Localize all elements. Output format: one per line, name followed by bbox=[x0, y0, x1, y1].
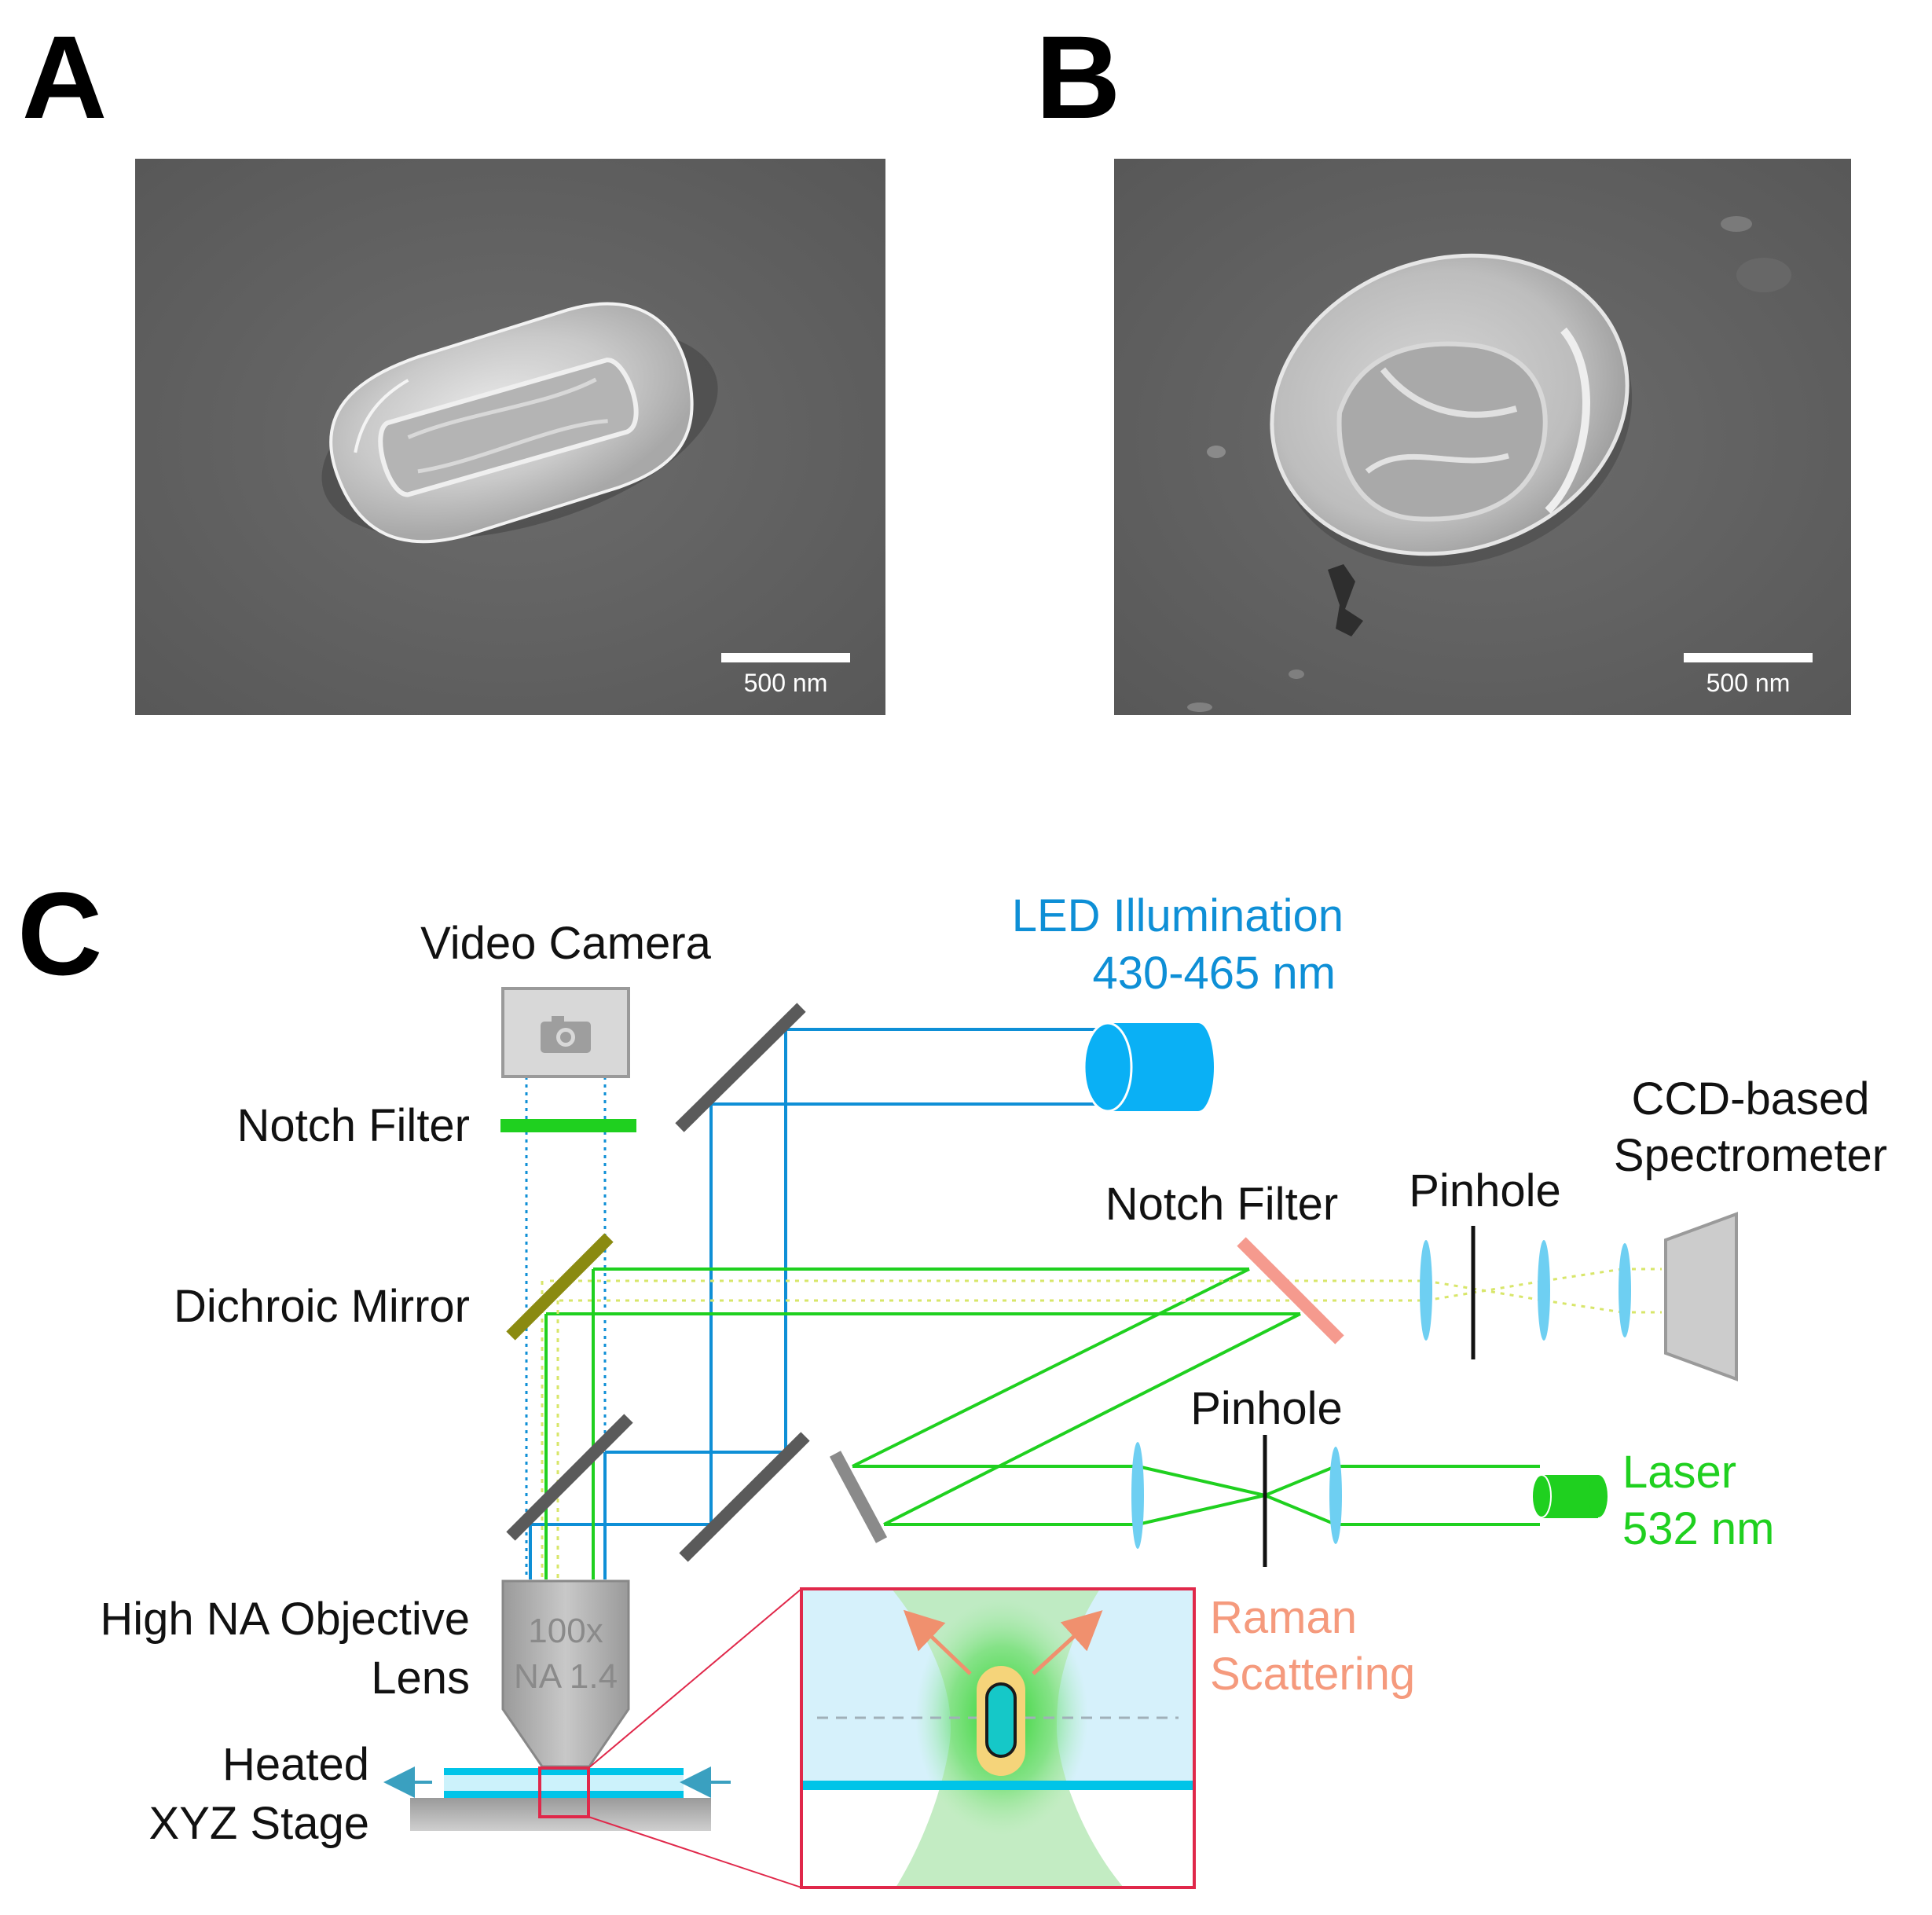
mirror-led-top bbox=[675, 1003, 806, 1132]
objective-na: NA 1.4 bbox=[514, 1657, 618, 1696]
dichroic-mirror-label: Dichroic Mirror bbox=[174, 1281, 470, 1332]
pinhole-laser-label: Pinhole bbox=[1190, 1383, 1342, 1434]
led-illumination-source bbox=[1083, 1022, 1214, 1113]
led-beam-path bbox=[529, 1028, 1096, 1579]
dichroic-mirror bbox=[506, 1233, 614, 1341]
stage-label-line1: Heated bbox=[222, 1739, 369, 1790]
panel-a-letter: A bbox=[22, 11, 107, 143]
notch-filter-camera bbox=[500, 1119, 636, 1132]
objective-label-line1: High NA Objective bbox=[100, 1594, 470, 1645]
trapped-spore bbox=[977, 1666, 1025, 1776]
spore-a bbox=[321, 302, 718, 544]
laser-label-line1: Laser bbox=[1622, 1447, 1736, 1498]
laser-optics bbox=[1131, 1435, 1342, 1567]
inset-connector-bottom bbox=[588, 1816, 802, 1888]
scale-bar-label-a: 500 nm bbox=[744, 669, 828, 697]
objective-lens: 100x NA 1.4 bbox=[501, 1579, 630, 1768]
pinhole-spectrometer-label: Pinhole bbox=[1409, 1165, 1560, 1216]
panel-c-letter: C bbox=[17, 868, 102, 1000]
laser-beam-path bbox=[544, 1267, 1540, 1579]
video-camera bbox=[501, 987, 630, 1078]
ccd-label-line1: CCD-based bbox=[1632, 1073, 1870, 1124]
raman-label-line1: Raman bbox=[1210, 1592, 1357, 1643]
sem-image-b: 500 nm bbox=[1114, 159, 1851, 715]
notch-filter-camera-label: Notch Filter bbox=[236, 1100, 470, 1151]
sem-image-a: 500 nm bbox=[135, 159, 885, 715]
ccd-label-line2: Spectrometer bbox=[1614, 1130, 1887, 1181]
laser-source bbox=[1531, 1474, 1608, 1518]
objective-magnification: 100x bbox=[528, 1612, 603, 1650]
mirror-laser-steer bbox=[829, 1451, 888, 1543]
trap-inset bbox=[800, 1587, 1196, 1889]
heated-stage bbox=[383, 1766, 731, 1831]
raman-arrow-left bbox=[903, 1609, 972, 1675]
raman-return-path bbox=[541, 1267, 1662, 1579]
led-label-line2: 430-465 nm bbox=[1092, 948, 1336, 999]
ccd-spectrometer bbox=[1664, 1212, 1738, 1381]
scale-bar-label-b: 500 nm bbox=[1707, 669, 1791, 697]
mirror-led-lower bbox=[679, 1432, 810, 1562]
spectrometer-optics bbox=[1420, 1226, 1631, 1359]
camera-icon bbox=[541, 1016, 591, 1053]
notch-filter-spectrometer bbox=[1237, 1237, 1344, 1345]
raman-label-line2: Scattering bbox=[1210, 1649, 1415, 1700]
stage-label-line2: XYZ Stage bbox=[149, 1798, 369, 1849]
laser-label-line2: 532 nm bbox=[1622, 1503, 1774, 1554]
objective-label-line2: Lens bbox=[371, 1653, 470, 1704]
inset-connector-top bbox=[588, 1588, 802, 1769]
notch-filter-spectrometer-label: Notch Filter bbox=[1105, 1179, 1339, 1230]
mirror-camera-lower bbox=[506, 1414, 633, 1541]
raman-arrow-right bbox=[1032, 1610, 1103, 1675]
panel-b-letter: B bbox=[1036, 11, 1120, 143]
led-label-line1: LED Illumination bbox=[1012, 890, 1344, 941]
video-camera-label: Video Camera bbox=[420, 918, 711, 969]
